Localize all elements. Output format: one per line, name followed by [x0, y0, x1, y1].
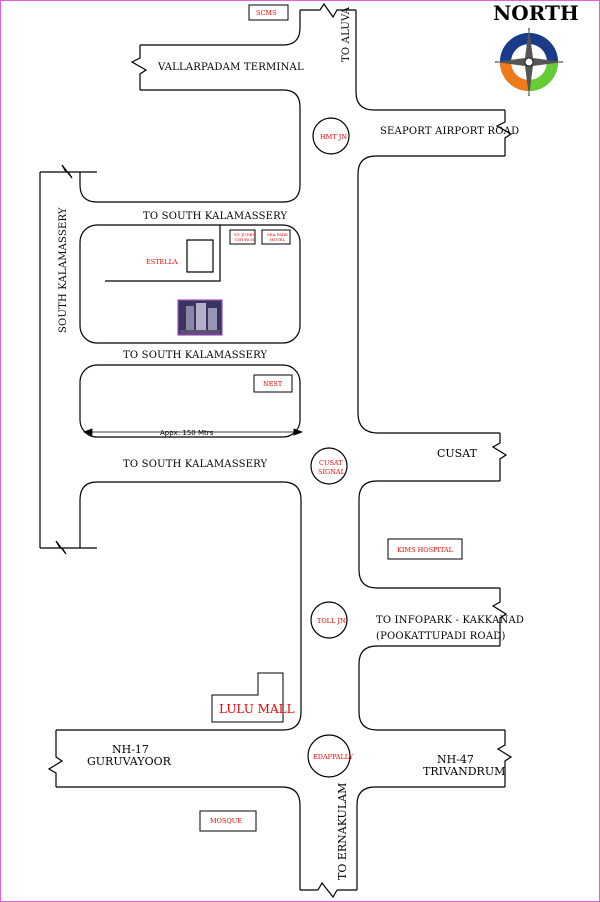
- kims-box: [387, 538, 463, 560]
- distance-marker: [82, 428, 304, 436]
- road-outlines: [39, 2, 513, 899]
- label-st-judes-1: ST. JUDES: [234, 232, 255, 237]
- sea-park-box: [261, 229, 291, 245]
- apartment-building-image: [177, 299, 223, 336]
- label-to-ernakulam: TO ERNAKULAM: [336, 783, 349, 880]
- label-to-south-kalamassery-1: TO SOUTH KALAMASSERY: [143, 211, 288, 222]
- estella-outline: [105, 225, 221, 282]
- label-cusat: CUSAT: [437, 447, 478, 460]
- label-toll-jn: TOLL JN.: [317, 617, 347, 625]
- label-sea-park-1: SEA PARK: [267, 232, 289, 237]
- label-nh47: NH-47: [437, 753, 474, 766]
- compass-icon: [495, 28, 563, 96]
- junction-circles: [307, 117, 351, 778]
- st-judes-box: [229, 229, 256, 245]
- edappally-circle: [307, 734, 351, 778]
- label-to-infopark: TO INFOPARK - KAKKANAD: [376, 615, 524, 626]
- label-seaport-airport-road: SEAPORT AIRPORT ROAD: [380, 126, 519, 137]
- distance-label: Appx: 150 Mtrs: [160, 429, 214, 437]
- label-sea-park-2: HOTEL: [270, 237, 285, 242]
- label-to-south-kalamassery-2: TO SOUTH KALAMASSERY: [123, 350, 268, 361]
- label-estella: ESTELLA: [146, 258, 178, 266]
- label-cusat-signal-1: CUSAT: [319, 459, 343, 467]
- label-nest: NEST: [263, 380, 283, 388]
- label-pookattupadi: (POOKATTUPADI ROAD): [376, 631, 506, 642]
- label-south-kalamassery: SOUTH KALAMASSERY: [58, 207, 69, 333]
- label-lulu-mall: LULU MALL: [219, 702, 295, 716]
- compass-title: NORTH: [493, 1, 579, 25]
- label-hmt-jn: HMT JN: [320, 133, 347, 141]
- label-cusat-signal-2: SIGNAL: [318, 468, 346, 476]
- landmark-boxes: [199, 4, 463, 832]
- label-st-judes-2: CHURCH: [235, 237, 255, 242]
- label-trivandrum: TRIVANDRUM: [423, 765, 505, 778]
- hmt-junction-circle: [312, 117, 350, 155]
- label-to-aluva: TO ALUVA: [341, 6, 352, 62]
- cusat-signal-circle: [310, 447, 348, 485]
- lulu-outline: [211, 672, 284, 723]
- label-nh17: NH-17: [112, 743, 149, 756]
- label-to-south-kalamassery-3: TO SOUTH KALAMASSERY: [123, 459, 268, 470]
- nest-box: [253, 374, 293, 393]
- label-vallarpadam-terminal: VALLARPADAM TERMINAL: [157, 62, 304, 73]
- toll-junction-circle: [310, 601, 348, 639]
- scms-box: [248, 4, 289, 21]
- label-scms: SCMS: [256, 9, 277, 17]
- label-guruvayoor: GURUVAYOOR: [87, 755, 172, 768]
- mosque-box: [199, 810, 257, 832]
- label-mosque: MOSQUE: [210, 817, 242, 825]
- label-kims-hospital: KIMS HOSPITAL: [397, 546, 454, 554]
- label-edappally: EDAPPALLY: [313, 753, 354, 761]
